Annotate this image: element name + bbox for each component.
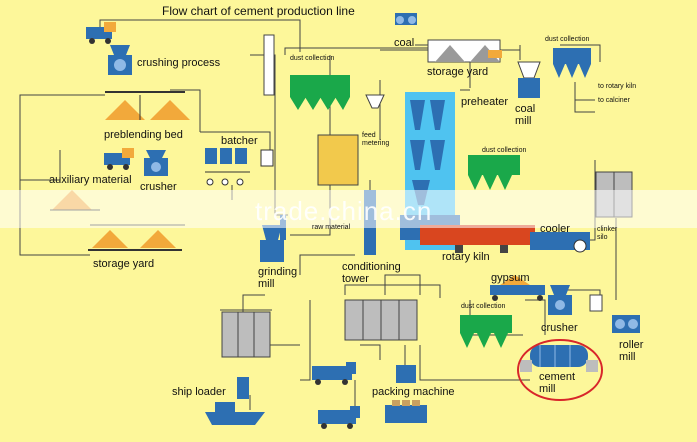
cement-silos-middle [344, 299, 418, 341]
label-crushing-process: crushing process [137, 57, 221, 69]
feed-metering-hopper [365, 94, 385, 109]
label-batcher: batcher [221, 135, 258, 147]
label-coal: coal [394, 37, 415, 49]
label-clinker-silo: clinker silo [597, 226, 618, 241]
crushing-process-crusher [108, 45, 132, 75]
truck-top-left [86, 22, 116, 44]
rotary-kiln [420, 225, 535, 253]
label-storage-yard-left: storage yard [93, 258, 155, 270]
label-crusher-right: crusher [541, 322, 578, 334]
cement-mill-machine [517, 339, 603, 401]
dust-collector-low [460, 315, 512, 348]
dust-collector-mid [468, 155, 520, 190]
label-storage-yard-top: storage yard [427, 66, 489, 78]
watermark-text: trade.china.cn [255, 196, 433, 226]
crusher-left-machine [144, 150, 168, 176]
diagram-title: Flow chart of cement production line [162, 4, 355, 18]
label-feed-metering: feed metering [362, 132, 390, 147]
label-raw-material: raw material [312, 224, 351, 231]
label-conditioning-tower: conditioning tower [342, 261, 401, 285]
chimney [263, 34, 275, 96]
coal-mill-machine [517, 61, 541, 98]
label-grinding-mill: grinding mill [258, 266, 298, 290]
storage-yard-left [88, 224, 185, 251]
label-ship-loader: ship loader [172, 386, 226, 398]
truck-mid-left [104, 148, 134, 170]
roller-mill-machine [612, 315, 640, 333]
crusher-right-machine [548, 285, 603, 315]
bulk-truck-bottom [318, 406, 360, 429]
label-dust-collection-top: dust collection [290, 55, 335, 62]
label-dust-collection-top-right: dust collection [545, 36, 590, 43]
cooler [530, 232, 590, 253]
preblending-bed [105, 91, 190, 120]
label-gypsum: gypsum [491, 272, 530, 284]
cement-silos-left [220, 309, 272, 358]
label-cooler: cooler [540, 223, 570, 235]
label-preheater: preheater [461, 96, 509, 108]
label-preblending-bed: preblending bed [104, 129, 183, 141]
label-coal-mill: coal mill [515, 103, 536, 127]
label-auxiliary-material: auxiliary material [49, 174, 132, 186]
label-packing-machine: packing machine [372, 386, 455, 398]
packing-machine-unit [385, 365, 427, 423]
label-cement-mill: cement mill [539, 371, 576, 395]
label-rotary-kiln: rotary kiln [442, 251, 490, 263]
label-to-rotary-kiln: to rotary kiln [598, 83, 637, 90]
gypsum-conveyor [490, 275, 545, 301]
label-to-calciner: to calciner [598, 97, 630, 104]
coal-machine [395, 13, 417, 25]
ship-loader-unit [205, 377, 265, 425]
dust-collector-top [290, 75, 350, 110]
raw-silo-box [317, 134, 359, 186]
label-dust-collection-low: dust collection [461, 303, 506, 310]
batcher [205, 148, 274, 186]
storage-yard-top [427, 39, 502, 63]
dust-collector-top-right [553, 48, 591, 78]
label-dust-collection-mid: dust collection [482, 147, 527, 154]
bulk-truck-middle [312, 362, 356, 385]
label-roller-mill: roller mill [619, 339, 644, 363]
watermark-band [0, 190, 697, 228]
